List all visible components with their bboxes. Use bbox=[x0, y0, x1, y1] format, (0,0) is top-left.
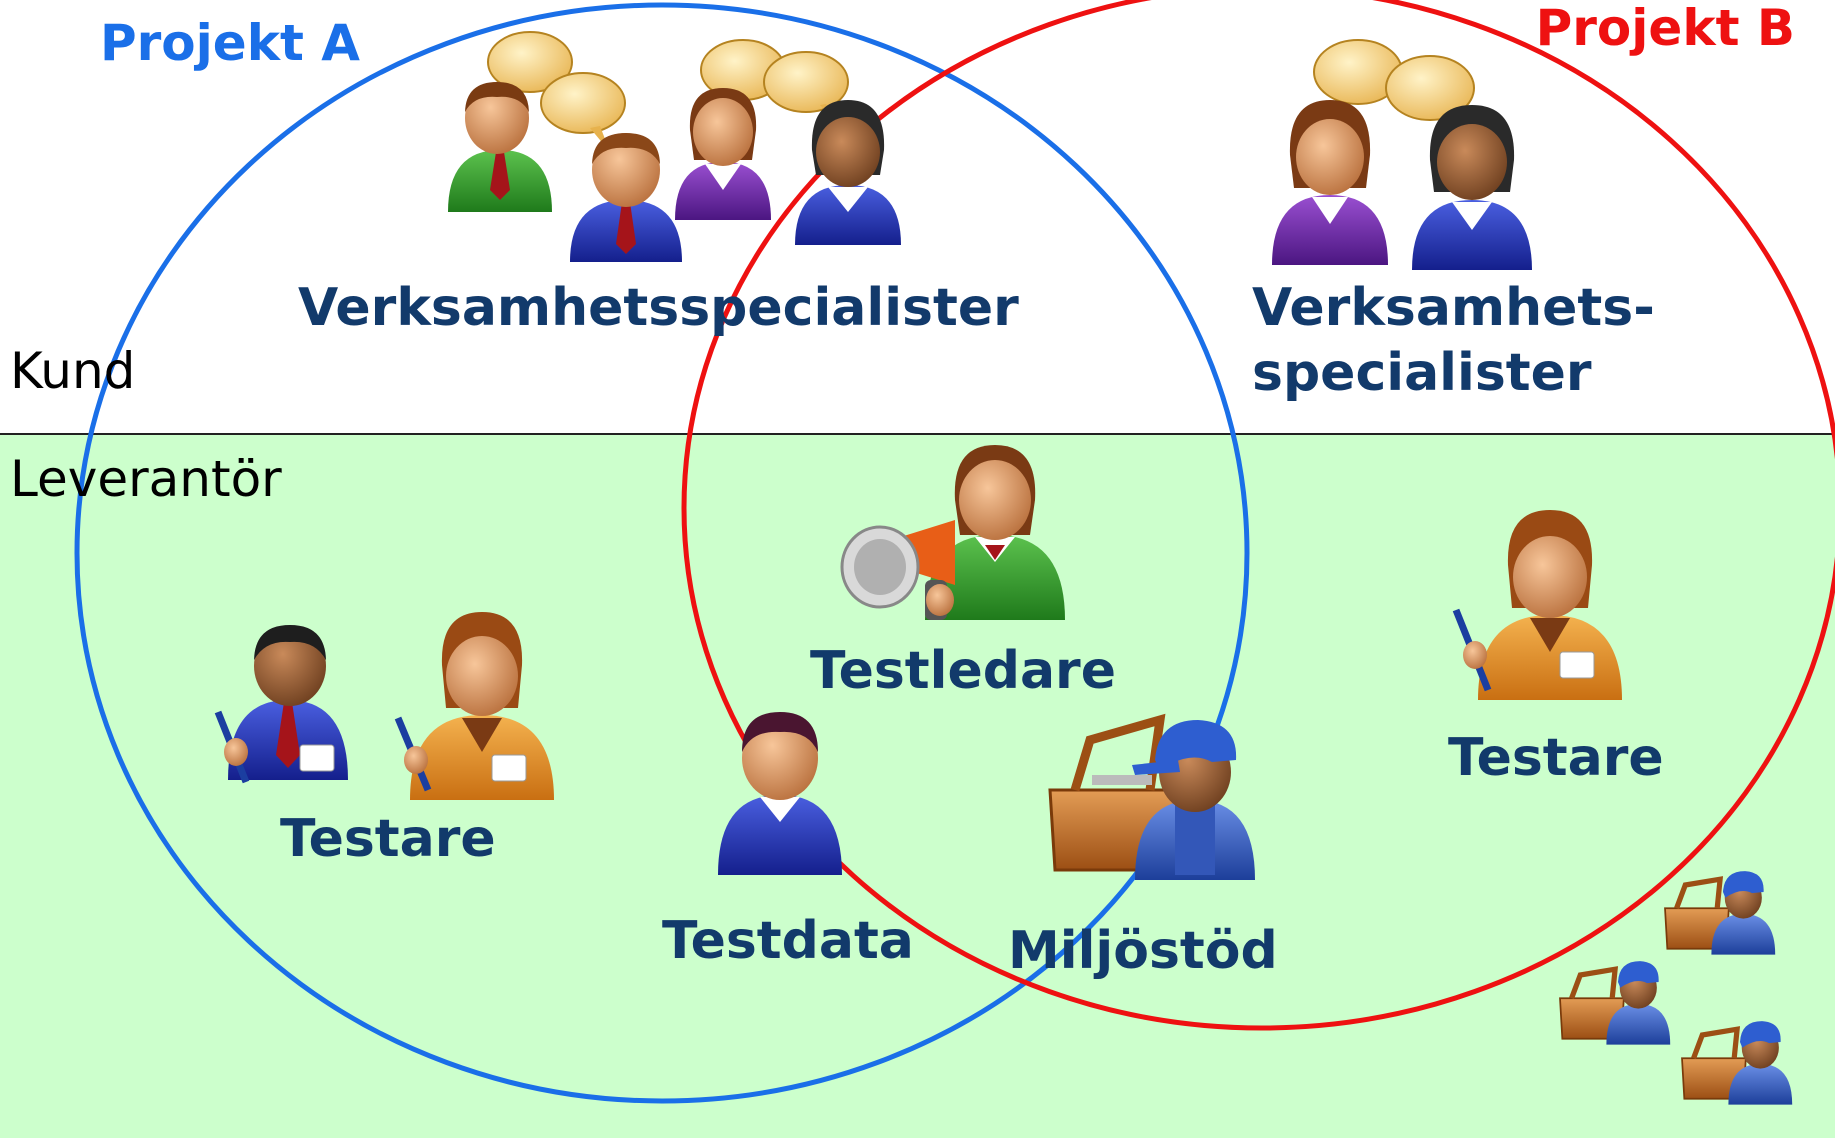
project-b-circle bbox=[681, 0, 1835, 1031]
project-a-label: Projekt A bbox=[100, 14, 360, 72]
zone-label-kund: Kund bbox=[10, 342, 135, 400]
business-person-icon bbox=[1272, 100, 1388, 265]
toolbox-worker-icon bbox=[1681, 1021, 1793, 1105]
speech-bubble-icon bbox=[1313, 39, 1475, 138]
business-person-icon bbox=[570, 133, 682, 262]
test-data-person-icon bbox=[718, 712, 842, 875]
toolbox-worker-icon bbox=[1048, 713, 1255, 880]
label-business-specialists-b-line2: specialister bbox=[1252, 343, 1592, 403]
label-environment-support: Miljöstöd bbox=[1008, 921, 1278, 981]
business-person-icon bbox=[1412, 105, 1532, 270]
label-test-data: Testdata bbox=[662, 911, 914, 971]
toolbox-worker-icon bbox=[1664, 871, 1776, 955]
label-business-specialists-b-line1: Verksamhets- bbox=[1252, 278, 1655, 338]
toolbox-worker-group-icon bbox=[1559, 871, 1793, 1105]
business-specialists-a-icon bbox=[448, 31, 901, 262]
tester-icon bbox=[394, 612, 554, 800]
tester-icon bbox=[214, 625, 348, 784]
label-business-specialists-a: Verksamhetsspecialister bbox=[298, 278, 1019, 338]
business-person-icon bbox=[795, 100, 901, 245]
business-person-icon bbox=[675, 88, 771, 220]
toolbox-worker-icon bbox=[1559, 961, 1671, 1045]
business-specialists-b-icon bbox=[1272, 39, 1532, 270]
label-testers-b: Testare bbox=[1448, 728, 1664, 788]
project-a-circle bbox=[74, 2, 1250, 1104]
tester-icon bbox=[1452, 510, 1622, 700]
test-manager-megaphone-icon bbox=[840, 445, 1065, 620]
zone-label-leverantor: Leverantör bbox=[10, 450, 282, 508]
project-b-label: Projekt B bbox=[1536, 0, 1795, 57]
label-testers-a: Testare bbox=[280, 809, 496, 869]
business-person-icon bbox=[448, 82, 552, 212]
label-test-manager: Testledare bbox=[810, 641, 1116, 701]
